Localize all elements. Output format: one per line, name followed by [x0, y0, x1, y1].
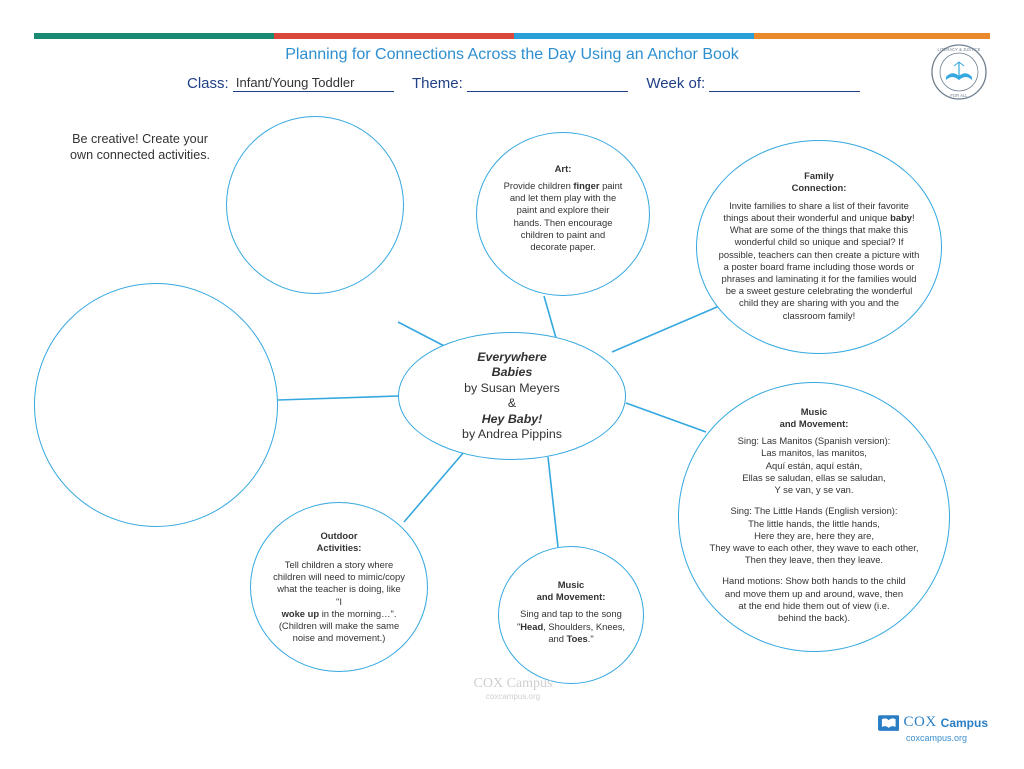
page-title: Planning for Connections Across the Day …: [285, 46, 739, 63]
connector-outdoor: [403, 451, 465, 523]
header-stripe-orange: [754, 33, 990, 39]
seal-top-text: LITERACY & JUSTICE: [938, 47, 981, 52]
connector-family: [611, 303, 725, 353]
las-manitos-lyrics: Sing: Las Manitos (Spanish version):Las …: [737, 435, 891, 496]
family-text: Invite families to share a list of their…: [718, 199, 920, 321]
ampersand: &: [507, 396, 517, 410]
art-bubble: Art: Provide children finger paint and l…: [476, 132, 650, 296]
week-field[interactable]: [709, 74, 861, 92]
creative-note: Be creative! Create your own connected a…: [70, 132, 211, 162]
literacy-justice-seal-icon: LITERACY & JUSTICE FOR ALL: [931, 44, 987, 100]
theme-field[interactable]: [466, 74, 628, 92]
footer-brand-campus: Campus: [940, 715, 988, 730]
connector-art: [543, 295, 557, 339]
footer-brand-cox: COX: [903, 714, 937, 730]
connector-music-big: [625, 402, 707, 433]
header-stripe-red: [274, 33, 514, 39]
art-text: Provide children finger paint and let th…: [503, 179, 623, 252]
cox-book-icon: [878, 714, 900, 731]
empty-activity-bubble-top[interactable]: [226, 116, 404, 294]
class-label: Class:: [187, 75, 229, 92]
center-text: Everywhere Babies by Susan Meyers & Hey …: [462, 350, 562, 443]
book2-title: Hey Baby!: [481, 411, 543, 426]
center-anchor-bubble: Everywhere Babies by Susan Meyers & Hey …: [398, 332, 626, 460]
class-theme-week-line: Class: Infant/Young Toddler Theme: Week …: [187, 74, 861, 92]
footer-logo: COX Campus coxcampus.org: [878, 714, 988, 743]
art-heading: Art:: [554, 162, 572, 174]
connector-left: [277, 395, 399, 401]
music-song-text: Sing and tap to the song "Head, Shoulder…: [516, 608, 626, 644]
header-stripe-blue: [514, 33, 754, 39]
connector-music-small: [547, 456, 559, 548]
outdoor-text: Tell children a story where children wil…: [273, 558, 405, 644]
seal-bottom-text: FOR ALL: [950, 93, 968, 98]
book2-author: by Andrea Pippins: [462, 427, 562, 441]
watermark-url: coxcampus.org: [485, 692, 541, 701]
watermark: COX Campus coxcampus.org: [448, 676, 578, 701]
empty-activity-bubble-left[interactable]: [34, 283, 278, 527]
book1-author: by Susan Meyers: [464, 380, 560, 395]
class-field[interactable]: Infant/Young Toddler: [232, 74, 394, 92]
book1-title-line2: Babies: [491, 365, 533, 379]
week-label: Week of:: [646, 75, 706, 92]
book1-title-line1: Everywhere: [477, 349, 547, 364]
watermark-brand: COX Campus: [473, 676, 553, 691]
theme-label: Theme:: [411, 75, 463, 92]
little-hands-lyrics: Sing: The Little Hands (English version)…: [709, 505, 919, 566]
hand-motions-text: Hand motions: Show both hands to the chi…: [722, 575, 906, 623]
footer-url: coxcampus.org: [906, 733, 968, 743]
header-stripe-green: [34, 33, 274, 39]
